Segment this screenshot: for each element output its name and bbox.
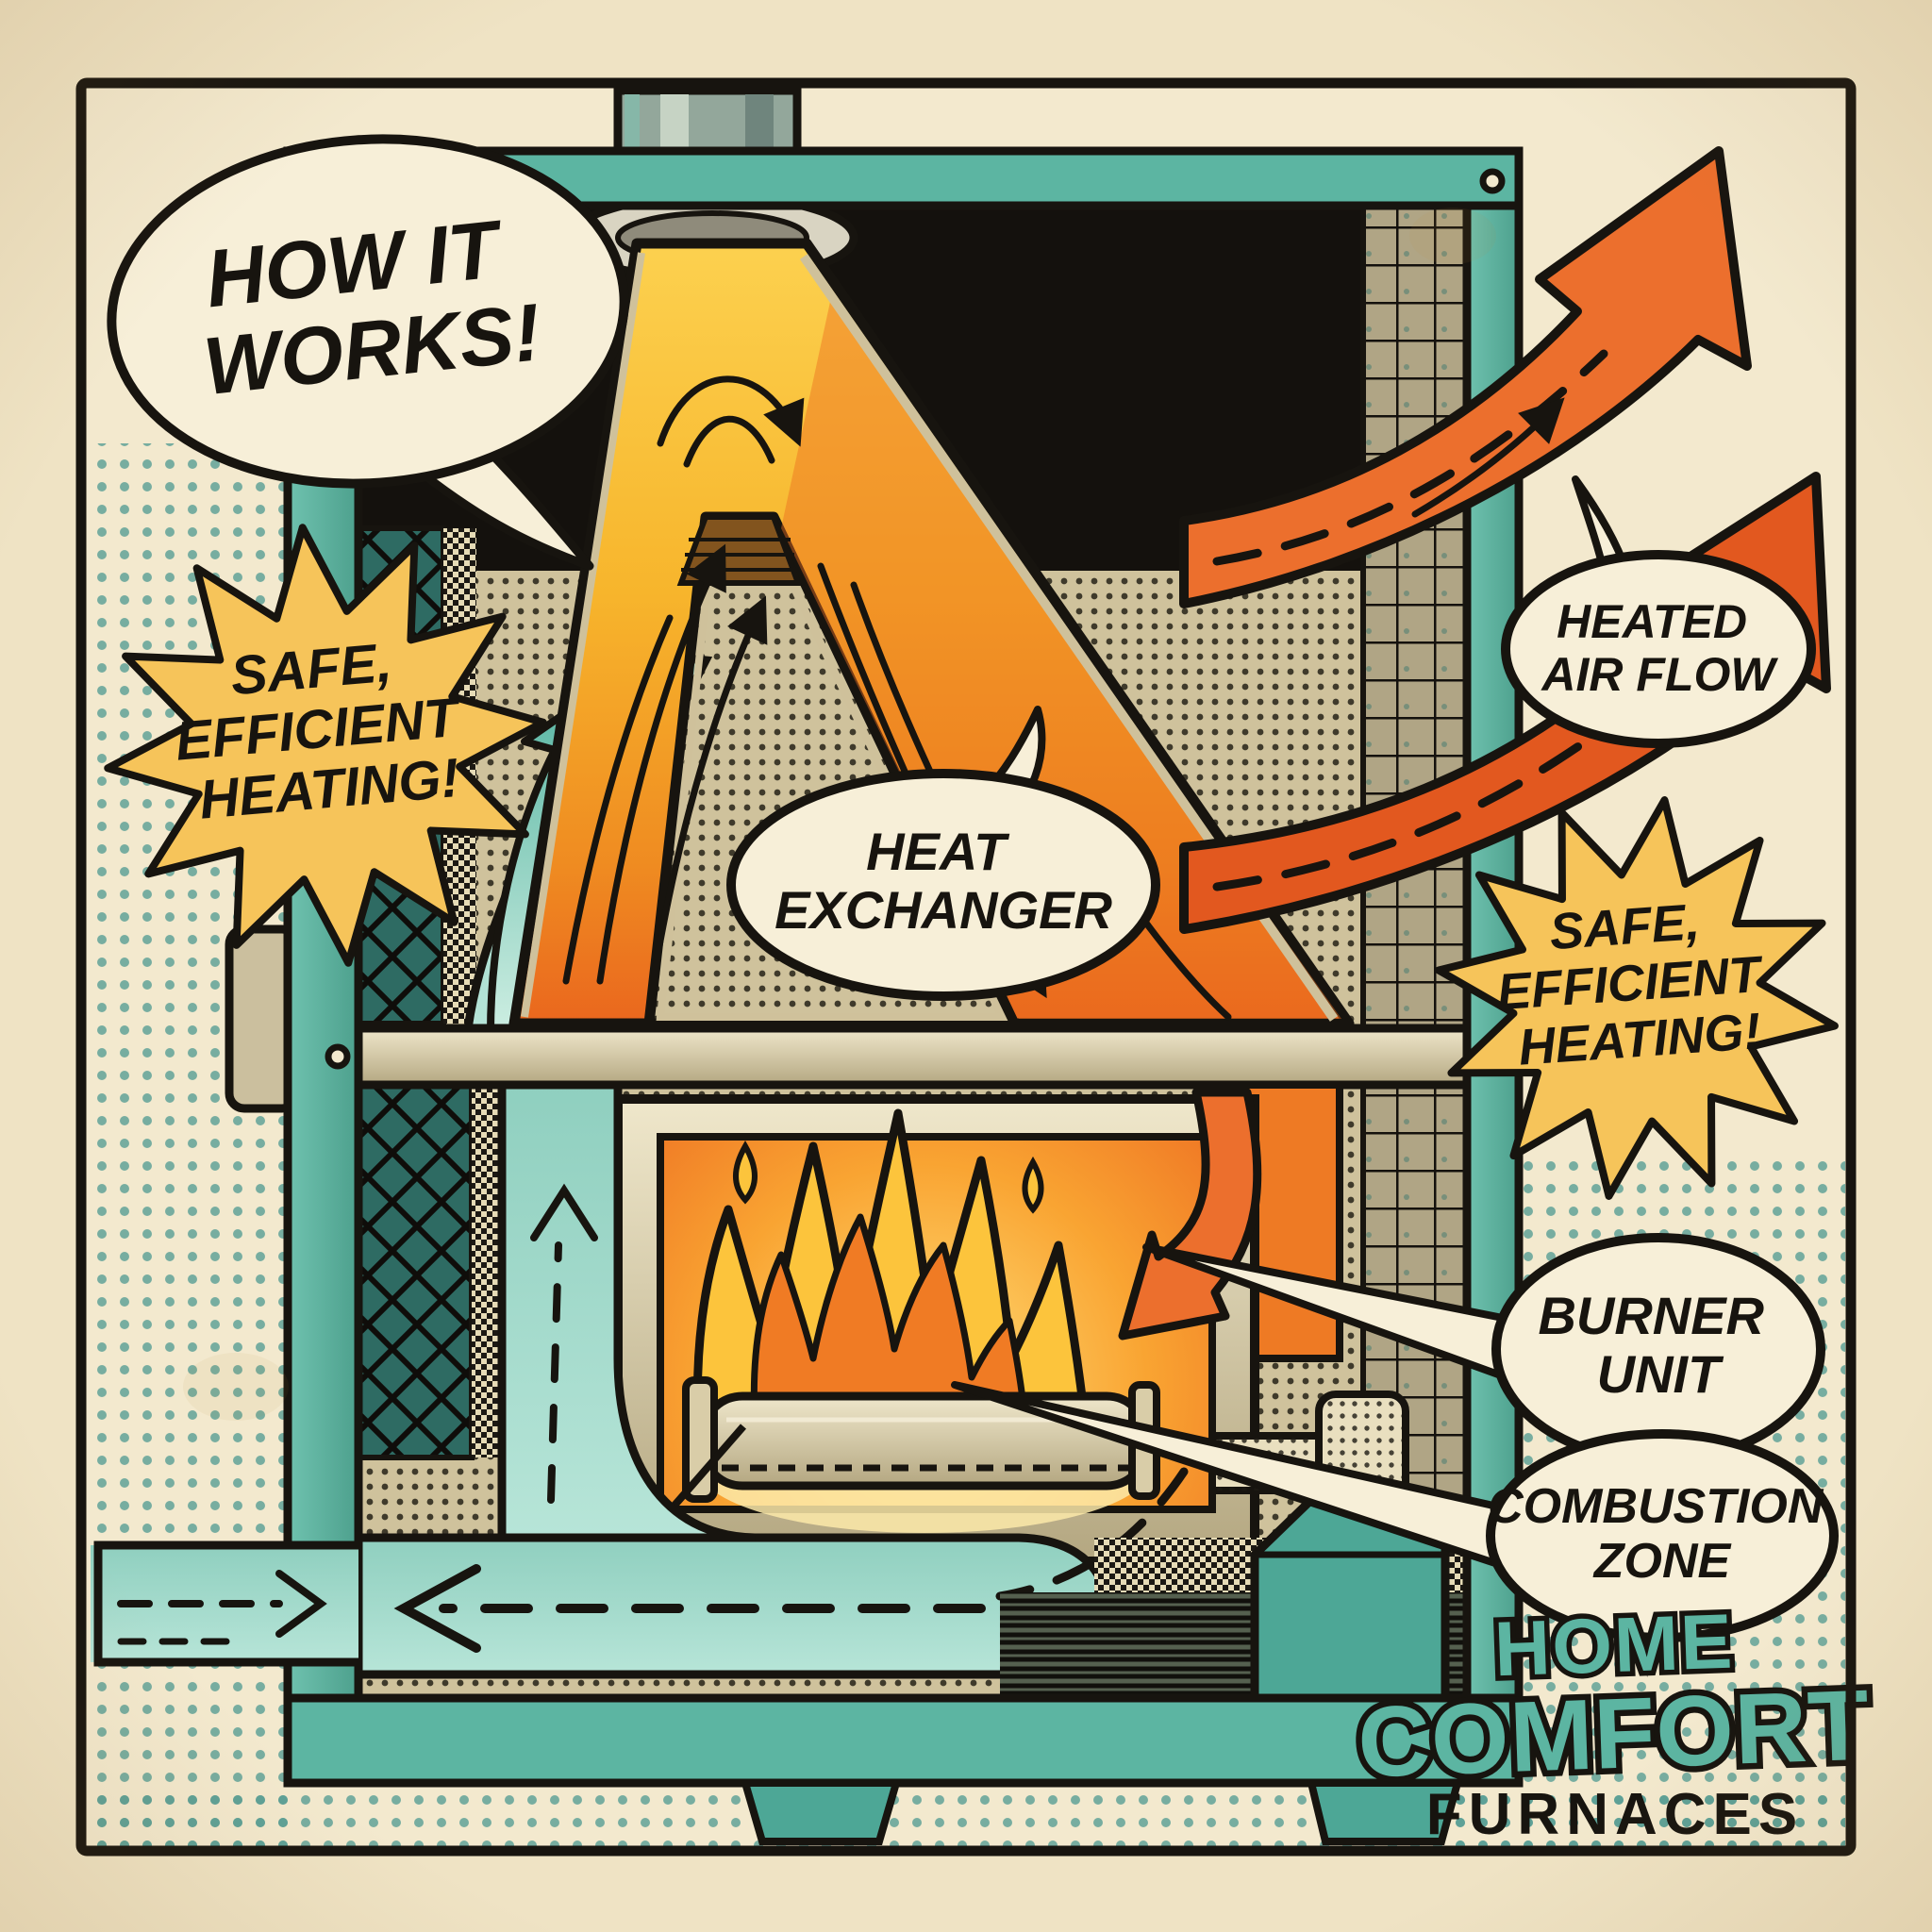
paper-vignette: [0, 0, 1932, 1932]
furnace-diagram-scene: HOW IT WORKS! SAFE, EFFICIENT HEATING! H…: [0, 0, 1932, 1932]
comic-poster: HOW IT WORKS! SAFE, EFFICIENT HEATING! H…: [0, 0, 1932, 1932]
